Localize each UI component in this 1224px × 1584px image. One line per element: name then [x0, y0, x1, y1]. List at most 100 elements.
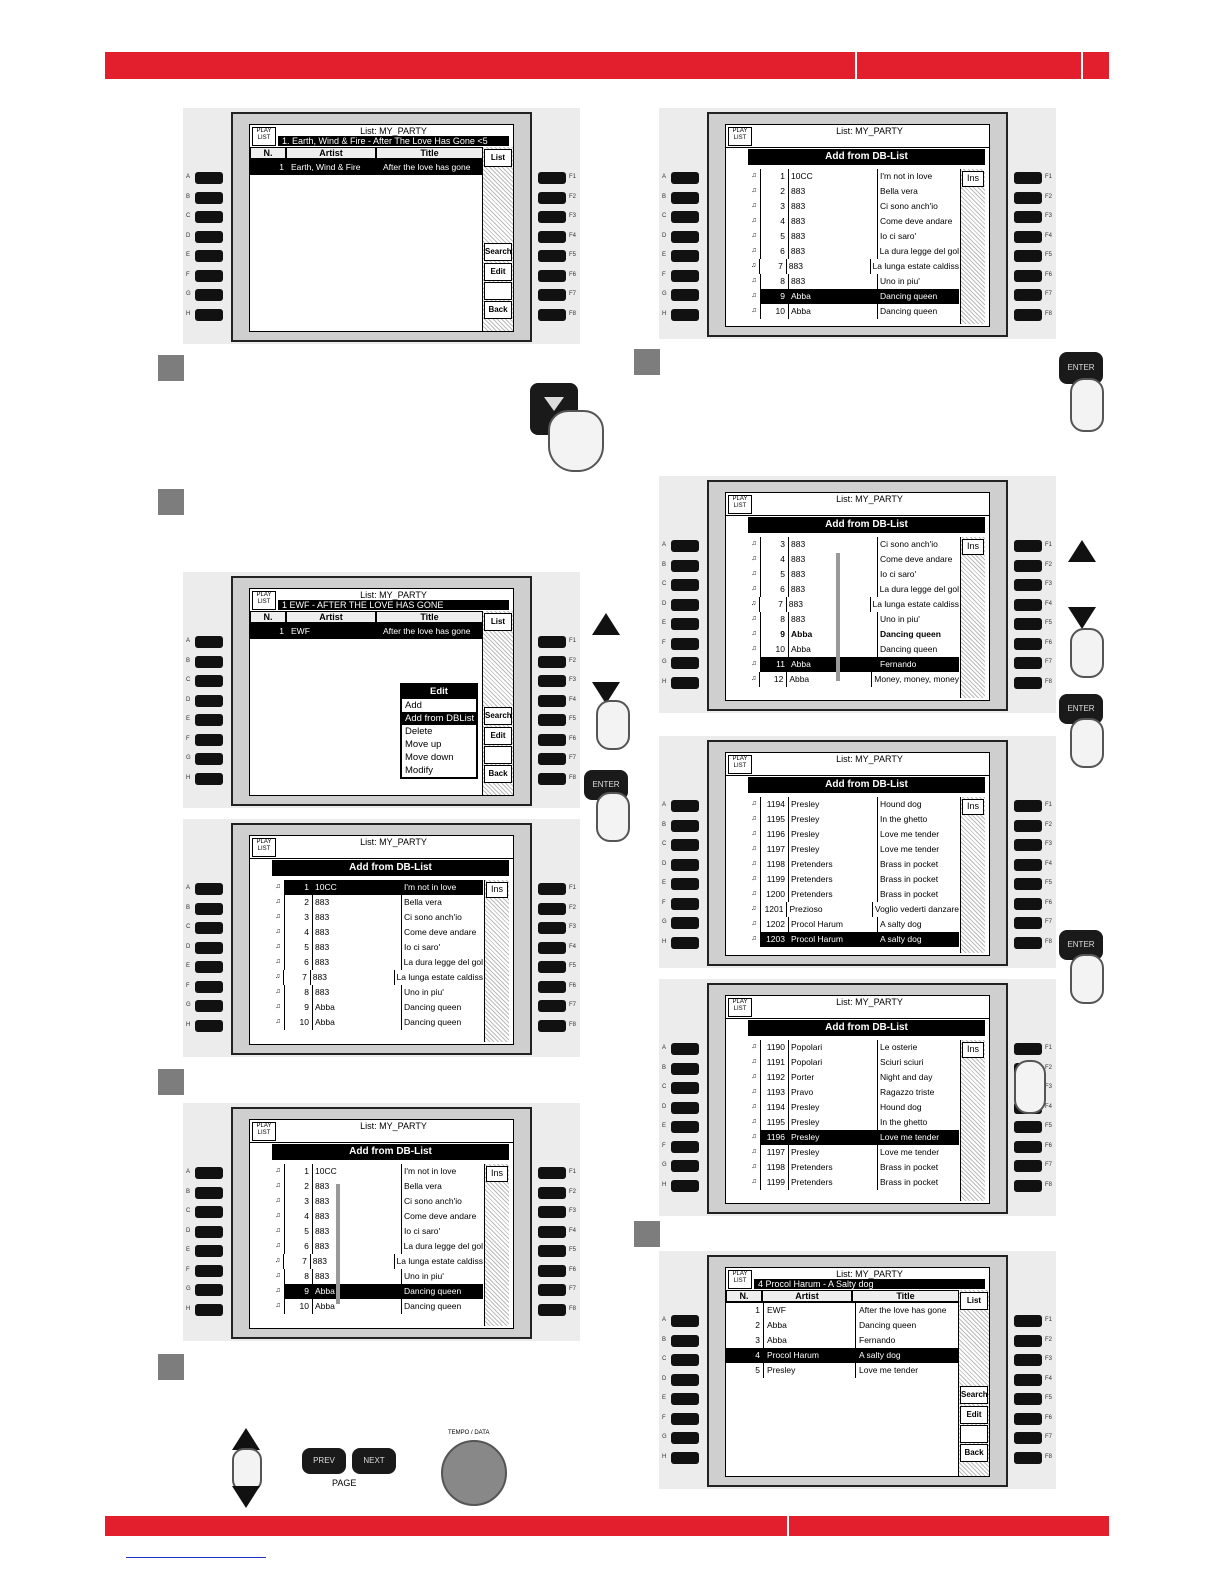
- function-key-f5[interactable]: [538, 1245, 566, 1257]
- function-key-f4[interactable]: [1014, 598, 1042, 611]
- db-scrollbar[interactable]: Ins: [484, 1164, 509, 1326]
- side-key-f[interactable]: [195, 269, 223, 282]
- function-key-f5[interactable]: [1014, 250, 1042, 262]
- list-button[interactable]: List: [484, 613, 512, 631]
- function-key-f3[interactable]: [538, 675, 566, 687]
- side-key-d[interactable]: [195, 694, 223, 707]
- side-key-b[interactable]: [671, 191, 699, 204]
- function-key-f4[interactable]: [538, 1225, 566, 1238]
- search-button[interactable]: Search: [484, 707, 512, 725]
- side-key-h[interactable]: [195, 772, 223, 785]
- side-key-b[interactable]: [671, 1062, 699, 1075]
- side-key-a[interactable]: [195, 883, 223, 895]
- edit-button[interactable]: Edit: [484, 263, 512, 281]
- function-key-f4[interactable]: [1014, 230, 1042, 243]
- side-key-c[interactable]: [195, 922, 223, 934]
- menu-item[interactable]: Add from DBList: [402, 712, 476, 725]
- side-key-d[interactable]: [671, 858, 699, 871]
- side-key-e[interactable]: [195, 1245, 223, 1257]
- function-key-f3[interactable]: [538, 922, 566, 934]
- side-key-f[interactable]: [195, 733, 223, 746]
- side-key-b[interactable]: [195, 191, 223, 204]
- function-key-f2[interactable]: [1014, 559, 1042, 572]
- function-key-f6[interactable]: [538, 733, 566, 746]
- side-key-a[interactable]: [671, 1315, 699, 1327]
- function-key-f5[interactable]: [538, 714, 566, 726]
- function-key-f8[interactable]: [538, 1303, 566, 1316]
- function-key-f5[interactable]: [538, 961, 566, 973]
- function-key-f6[interactable]: [538, 980, 566, 993]
- side-key-f[interactable]: [671, 1140, 699, 1153]
- function-key-f5[interactable]: [538, 250, 566, 262]
- db-scrollbar[interactable]: Ins: [960, 1040, 985, 1201]
- side-key-d[interactable]: [195, 230, 223, 243]
- function-key-f6[interactable]: [1014, 897, 1042, 910]
- insert-button[interactable]: Ins: [962, 1042, 984, 1058]
- side-key-b[interactable]: [671, 1334, 699, 1347]
- side-key-d[interactable]: [195, 941, 223, 954]
- function-key-f3[interactable]: [538, 211, 566, 223]
- back-button[interactable]: Back: [484, 301, 512, 319]
- side-key-b[interactable]: [671, 559, 699, 572]
- side-key-e[interactable]: [671, 1393, 699, 1405]
- next-key[interactable]: NEXT: [352, 1448, 396, 1474]
- arrow-up-icon[interactable]: [592, 613, 620, 635]
- db-scrollbar[interactable]: Ins: [484, 880, 509, 1042]
- function-key-f8[interactable]: [1014, 1451, 1042, 1464]
- move-arrows-icon[interactable]: [484, 282, 512, 300]
- function-key-f6[interactable]: [1014, 1412, 1042, 1425]
- side-key-e[interactable]: [671, 618, 699, 630]
- side-key-c[interactable]: [671, 579, 699, 591]
- function-key-f1[interactable]: [1014, 1315, 1042, 1327]
- db-scrollbar[interactable]: Ins: [960, 797, 985, 953]
- function-key-f7[interactable]: [538, 289, 566, 301]
- side-key-b[interactable]: [195, 655, 223, 668]
- edit-button[interactable]: Edit: [960, 1406, 988, 1424]
- function-key-f7[interactable]: [1014, 657, 1042, 669]
- side-key-a[interactable]: [671, 800, 699, 812]
- side-key-c[interactable]: [671, 1354, 699, 1366]
- insert-button[interactable]: Ins: [486, 882, 508, 898]
- function-key-f6[interactable]: [1014, 269, 1042, 282]
- function-key-f2[interactable]: [1014, 191, 1042, 204]
- side-key-h[interactable]: [195, 308, 223, 321]
- side-key-g[interactable]: [195, 289, 223, 301]
- function-key-f8[interactable]: [538, 772, 566, 785]
- function-key-f1[interactable]: [1014, 540, 1042, 552]
- function-key-f3[interactable]: [1014, 839, 1042, 851]
- side-key-h[interactable]: [671, 936, 699, 949]
- side-key-h[interactable]: [671, 1179, 699, 1192]
- function-key-f8[interactable]: [538, 308, 566, 321]
- menu-item[interactable]: Add: [405, 700, 422, 711]
